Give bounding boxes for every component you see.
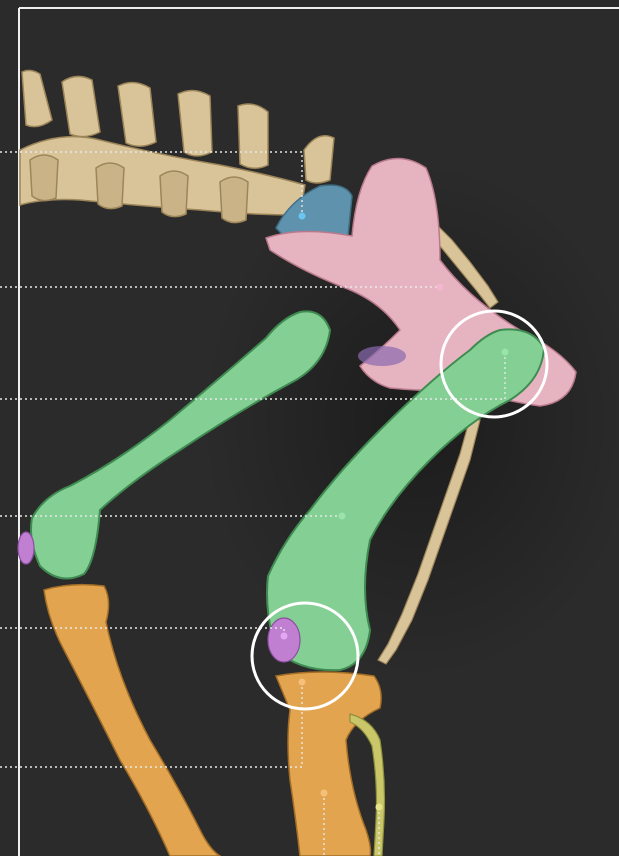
sacrum-pointer	[299, 213, 306, 220]
patella-right	[268, 618, 300, 662]
femur-shaft-pointer	[339, 513, 346, 520]
tibia-shaft-pointer	[321, 790, 328, 797]
tibia-pointer	[299, 679, 306, 686]
patella-left	[18, 532, 34, 564]
patella-pointer	[281, 633, 288, 640]
pelvis-pointer	[437, 284, 444, 291]
obturator-foramen	[358, 346, 406, 366]
femur-head-pointer	[502, 349, 509, 356]
fibula-pointer	[376, 804, 383, 811]
